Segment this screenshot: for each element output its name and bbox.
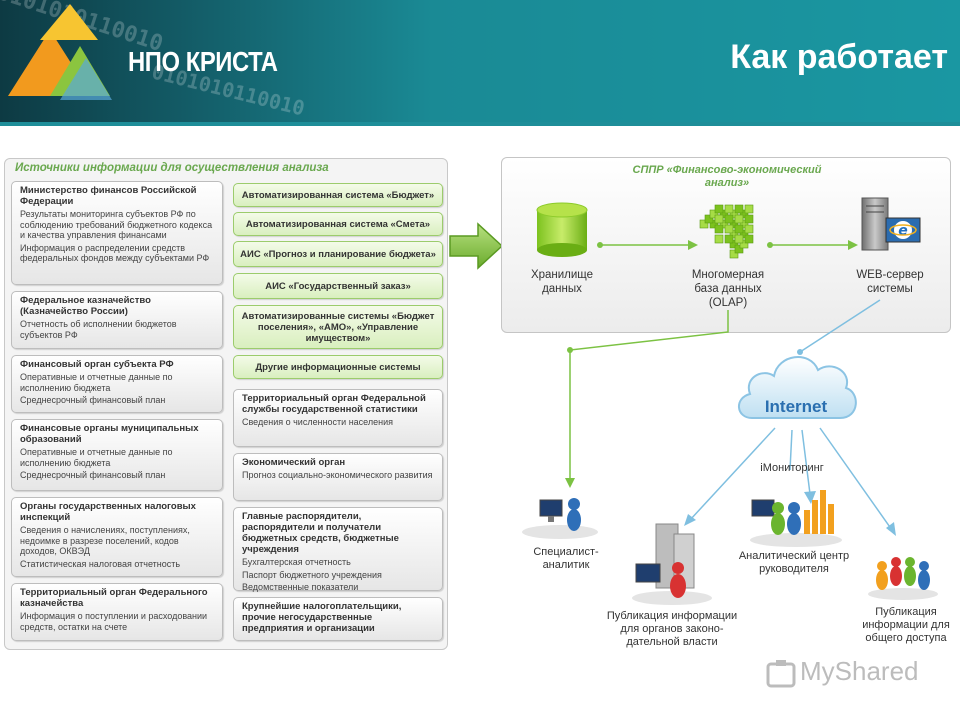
source-item: Результаты мониторинга субъектов РФ по с… bbox=[20, 209, 213, 240]
source-item: Статистическая налоговая отчетность bbox=[20, 558, 181, 569]
web-server-icon: e bbox=[861, 197, 921, 251]
legislative-label: Публикация информации для органов законо… bbox=[606, 610, 738, 648]
source-box-regional-finance: Финансовый орган субъекта РФ Оперативные… bbox=[11, 355, 223, 413]
sppr-title: СППР «Финансово-экономический анализ» bbox=[502, 164, 952, 190]
logo-text: НПО КРИСТА bbox=[128, 46, 278, 77]
analyst-label: Специалист- аналитик bbox=[533, 546, 599, 571]
system-box-other: Другие информационные системы bbox=[233, 355, 443, 379]
public-label: Публикация информации для общего доступа bbox=[862, 606, 950, 644]
olap-cube-icon bbox=[699, 204, 754, 259]
header-banner: 0101010110010 0101010110010 НПО КРИСТА К… bbox=[0, 0, 960, 122]
source-title: Крупнейшие налогоплательщики, прочие нег… bbox=[242, 601, 402, 634]
web-server-label: WEB-сервер системы bbox=[856, 269, 924, 295]
source-box-taxpayers: Крупнейшие налогоплательщики, прочие нег… bbox=[233, 597, 443, 641]
source-title: Финансовые органы муниципальных образова… bbox=[20, 423, 199, 445]
leader-center-label: Аналитический центр руководителя bbox=[738, 550, 850, 575]
source-title: Главные распорядители, распорядители и п… bbox=[242, 511, 399, 555]
olap-label: Многомерная база данных (OLAP) bbox=[691, 269, 765, 309]
myshared-logo-icon bbox=[766, 660, 796, 688]
watermark-text: MyShared bbox=[800, 656, 919, 686]
source-box-statistics: Территориальный орган Федеральной службы… bbox=[233, 389, 443, 447]
storage-label: Хранилище данных bbox=[530, 269, 594, 295]
public-users-icon bbox=[868, 557, 938, 600]
sppr-title-line: анализ» bbox=[704, 177, 750, 189]
source-box-tax-inspections: Органы государственных налоговых инспекц… bbox=[11, 497, 223, 577]
header-divider bbox=[0, 122, 960, 126]
source-item: Информация о поступлении и расходовании … bbox=[20, 611, 208, 632]
internet-cloud-icon: Internet bbox=[738, 356, 857, 419]
svg-text:e: e bbox=[898, 223, 908, 239]
source-item: Оперативные и отчетные данные по исполне… bbox=[20, 372, 173, 393]
source-title: Территориальный орган Федеральной службы… bbox=[242, 393, 426, 415]
database-cylinder-icon bbox=[536, 202, 588, 257]
source-box-territorial-treasury: Территориальный орган Федерального казна… bbox=[11, 583, 223, 641]
leader-center-icon bbox=[750, 490, 842, 547]
system-box-settlements: Автоматизированные системы «Бюджет посел… bbox=[233, 305, 443, 349]
source-title: Органы государственных налоговых инспекц… bbox=[20, 501, 196, 523]
imonitoring-label: iМониторинг bbox=[760, 462, 824, 474]
legislative-buildings-icon bbox=[632, 523, 712, 605]
source-title: Федеральное казначейство (Казначейство Р… bbox=[20, 295, 151, 317]
source-title: Министерство финансов Российской Федерац… bbox=[20, 185, 197, 207]
flow-arrow-icon bbox=[449, 222, 504, 270]
source-item: Отчетность об исполнении бюджетов субъек… bbox=[20, 319, 177, 340]
source-item: Сведения о начислениях, поступлениях, не… bbox=[20, 525, 190, 556]
source-title: Территориальный орган Федерального казна… bbox=[20, 587, 208, 609]
source-box-budget-recipients: Главные распорядители, распорядители и п… bbox=[233, 507, 443, 592]
source-box-municipal-finance: Финансовые органы муниципальных образова… bbox=[11, 419, 223, 491]
source-item: Сведения о численности населения bbox=[242, 417, 394, 427]
source-item: Паспорт бюджетного учреждения bbox=[242, 569, 382, 580]
source-title: Экономический орган bbox=[242, 457, 346, 468]
system-box-budget: Автоматизированная система «Бюджет» bbox=[233, 183, 443, 207]
system-box-goszakaz: АИС «Государственный заказ» bbox=[233, 273, 443, 299]
source-title: Финансовый орган субъекта РФ bbox=[20, 359, 174, 370]
sources-panel-title: Источники информации для осуществления а… bbox=[15, 162, 329, 174]
source-item: Бухгалтерская отчетность bbox=[242, 557, 351, 567]
system-box-forecast: АИС «Прогноз и планирование бюджета» bbox=[233, 241, 443, 267]
source-item: Среднесрочный финансовый план bbox=[20, 395, 166, 405]
source-item: Среднесрочный финансовый план bbox=[20, 470, 166, 480]
page-title: Как работает bbox=[730, 38, 948, 76]
source-item: Информация о распределении средств федер… bbox=[20, 242, 210, 264]
source-box-treasury: Федеральное казначейство (Казначейство Р… bbox=[11, 291, 223, 349]
analyst-workstation-icon bbox=[522, 498, 598, 539]
sppr-title-line: СППР «Финансово-экономический bbox=[632, 164, 822, 176]
logo-triangles-icon bbox=[8, 4, 112, 100]
sources-panel: Источники информации для осуществления а… bbox=[4, 158, 448, 650]
internet-label: Internet bbox=[765, 397, 828, 416]
source-item: Прогноз социально-экономического развити… bbox=[242, 470, 433, 480]
source-item: Ведомственные показатели bbox=[242, 582, 359, 592]
source-box-economic: Экономический орган Прогноз социально-эк… bbox=[233, 453, 443, 501]
source-box-minfin: Министерство финансов Российской Федерац… bbox=[11, 181, 223, 285]
source-item: Оперативные и отчетные данные по исполне… bbox=[20, 447, 173, 468]
system-box-smeta: Автоматизированная система «Смета» bbox=[233, 212, 443, 236]
